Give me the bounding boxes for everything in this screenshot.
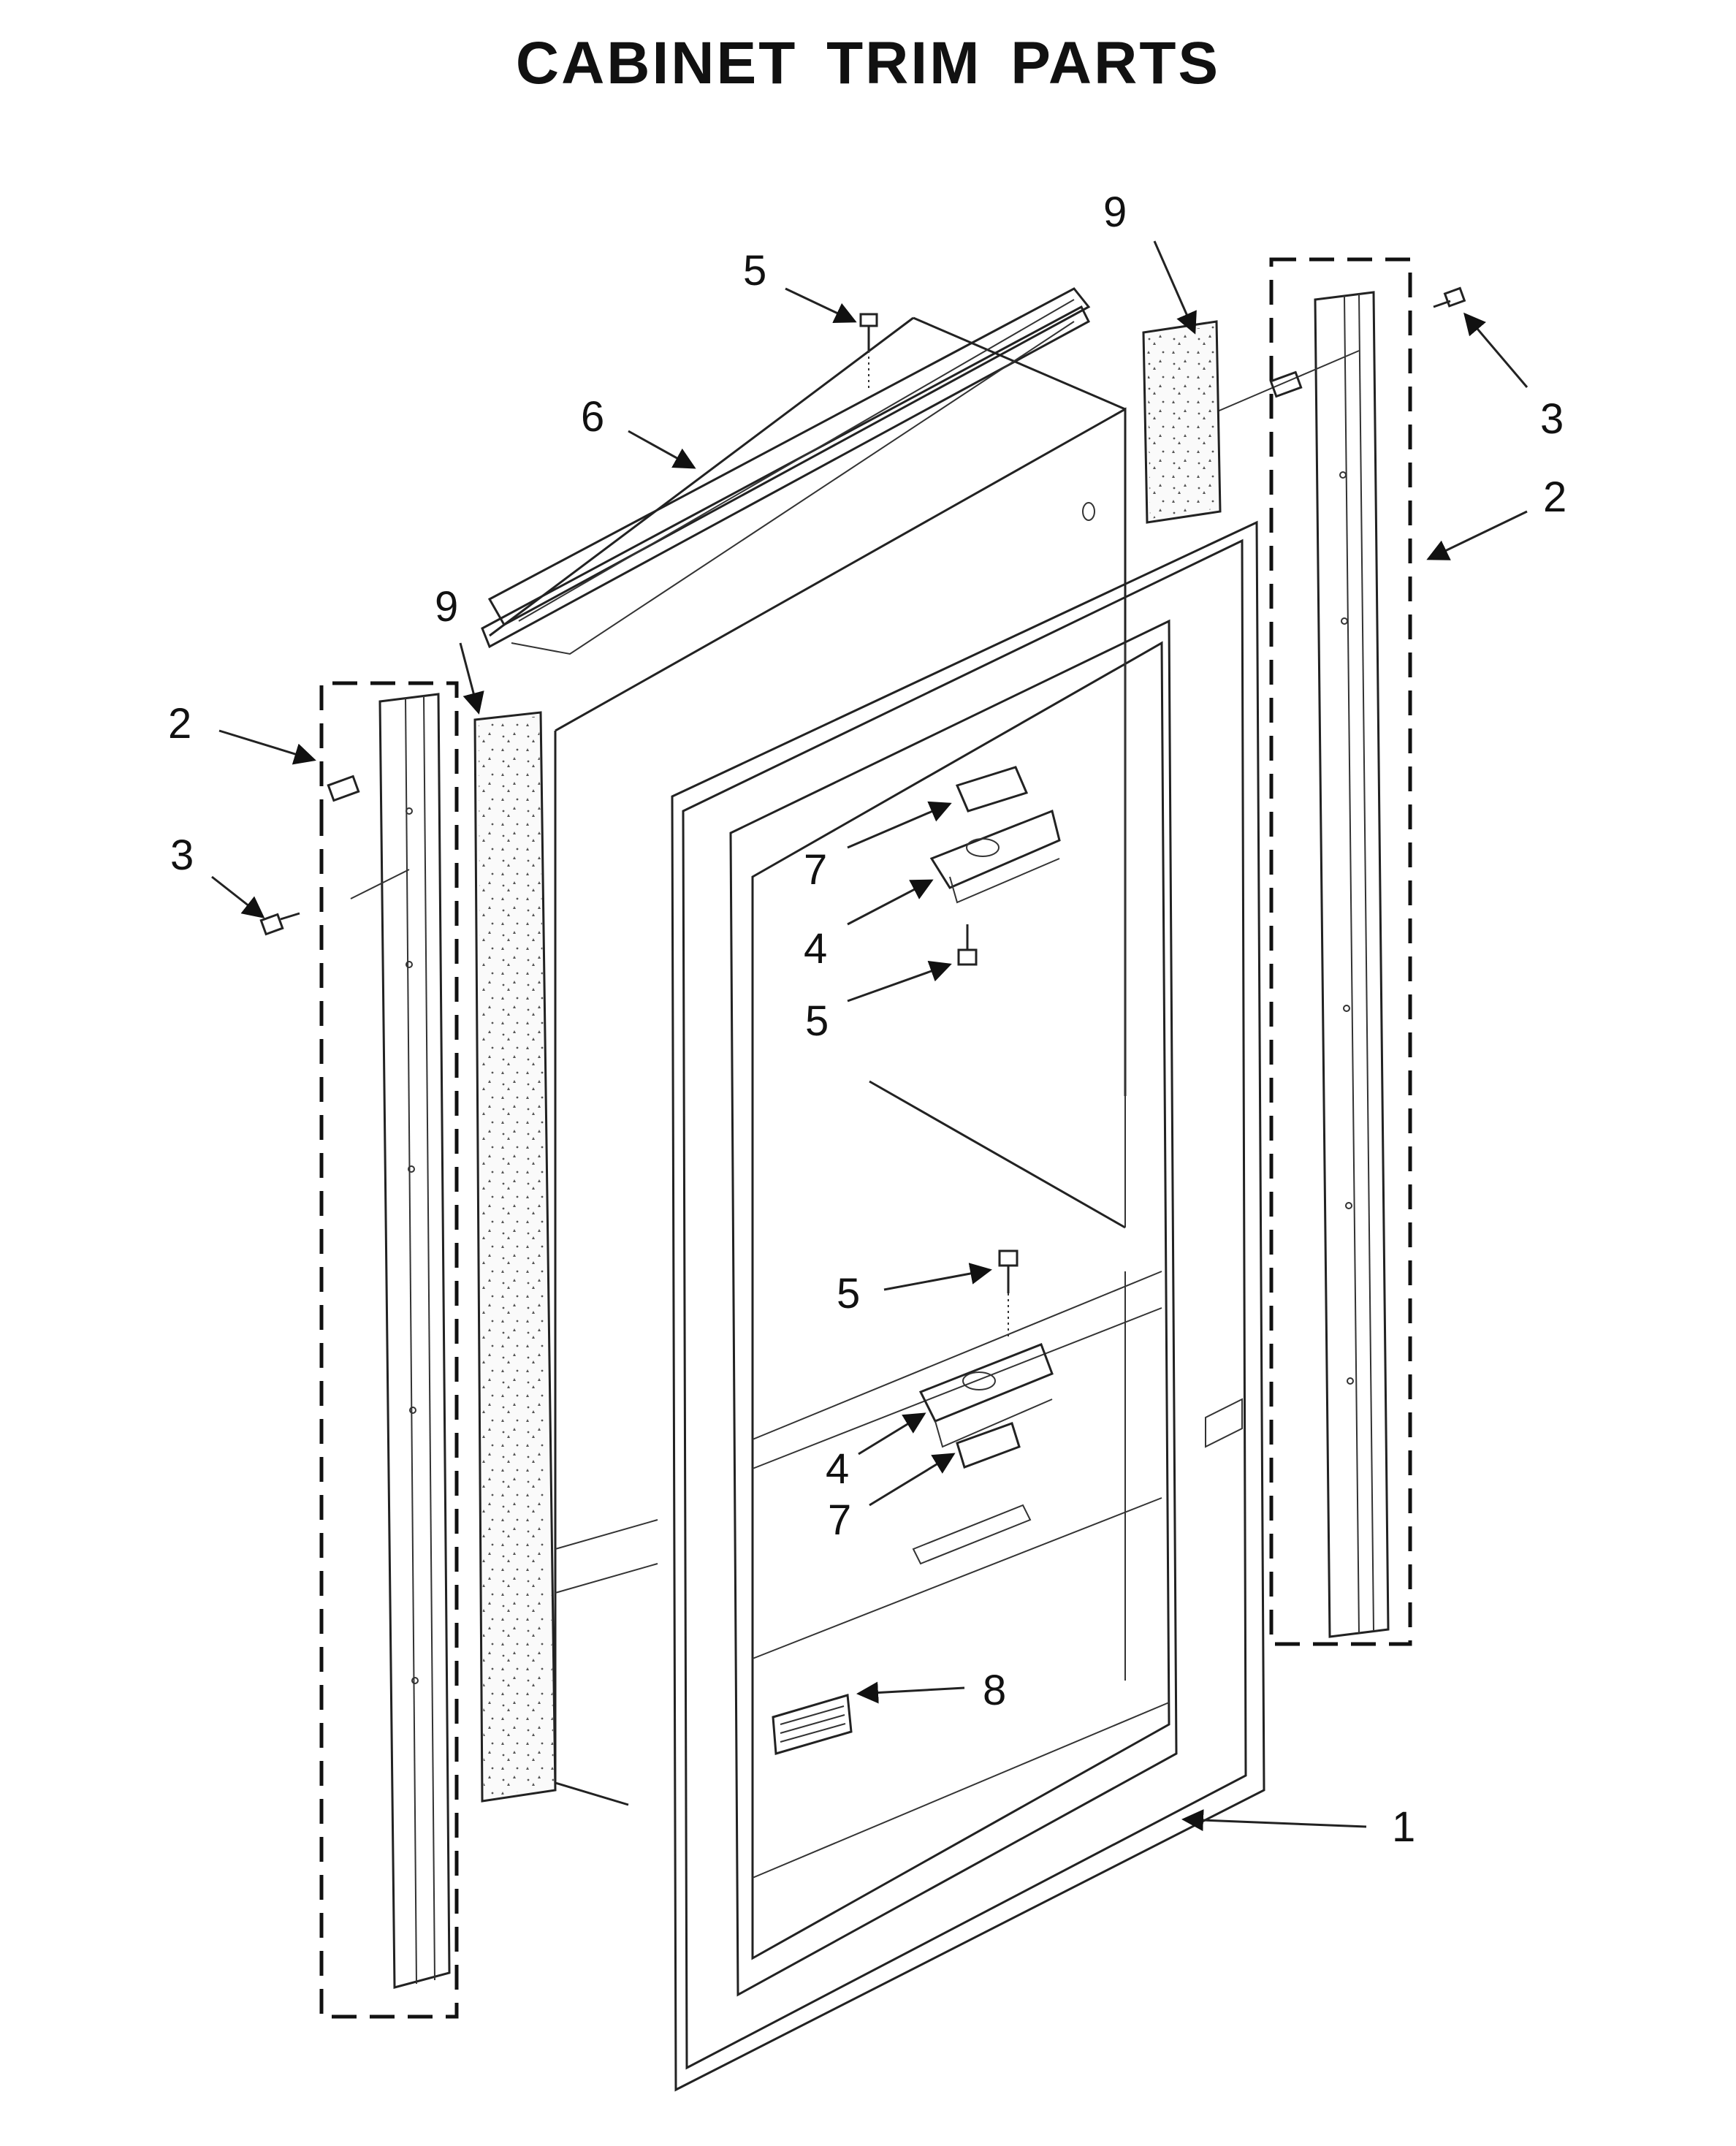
callout-2-right-trim: 2 — [1543, 473, 1566, 521]
screw-left — [259, 912, 300, 936]
vent-badge — [772, 1694, 853, 1755]
callout-3-left-screw: 3 — [170, 832, 194, 879]
callout-2-left-trim: 2 — [168, 700, 191, 747]
callout-1-frame: 1 — [1392, 1803, 1415, 1851]
callout-5-lower: 5 — [837, 1270, 860, 1317]
left-foam-strip — [473, 711, 557, 1803]
cabinet-body — [489, 316, 1127, 1806]
screw-mid-lower — [998, 1249, 1019, 1337]
callout-6-top-rail: 6 — [581, 393, 604, 441]
callout-7-upper: 7 — [804, 846, 827, 894]
callout-7-lower: 7 — [828, 1496, 851, 1544]
left-trim-assembly — [319, 681, 459, 2019]
screw-top — [859, 313, 878, 391]
callout-8-vent: 8 — [983, 1667, 1006, 1714]
screw-mid-upper — [957, 924, 978, 966]
right-foam-block — [1142, 320, 1222, 524]
callout-4-upper: 4 — [804, 925, 827, 973]
top-trim-rail — [481, 287, 1091, 655]
pin-left — [327, 775, 360, 802]
right-trim-assembly — [1154, 257, 1412, 1646]
pin-right — [1269, 370, 1303, 398]
hole-row-right — [1339, 471, 1354, 1385]
hinge-lower — [912, 1343, 1054, 1565]
callout-5-top-screw: 5 — [743, 247, 766, 294]
leader-lines — [211, 240, 1528, 1832]
callout-5-upper: 5 — [805, 997, 829, 1045]
callout-4-lower: 4 — [826, 1445, 849, 1493]
hinge-upper — [929, 766, 1061, 904]
callout-9-left-foam: 9 — [435, 583, 458, 631]
front-frame — [671, 520, 1265, 2092]
diagram-title: CABINET TRIM PARTS — [515, 30, 1221, 96]
callout-9-right-foam: 9 — [1103, 189, 1127, 236]
callout-3-right-screw: 3 — [1540, 395, 1564, 443]
hole-row-left — [406, 807, 419, 1684]
screw-right — [1433, 286, 1466, 308]
